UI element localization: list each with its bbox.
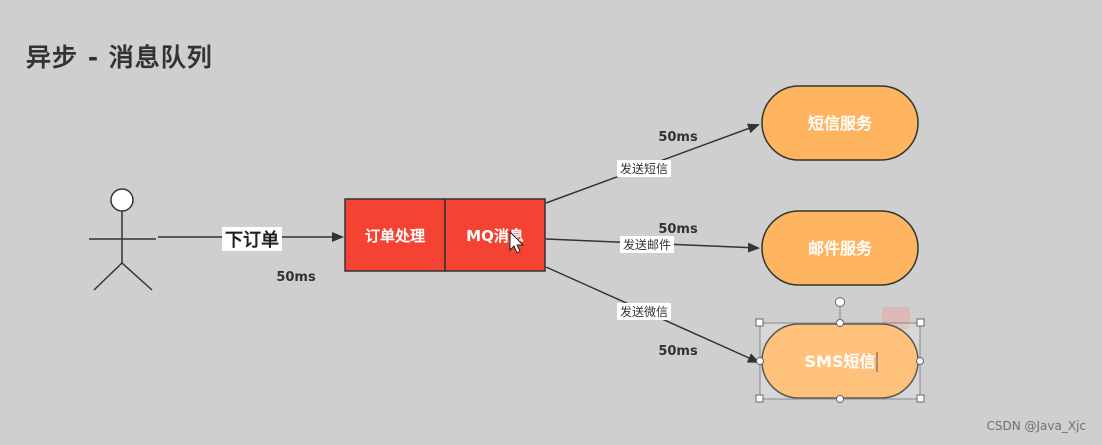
page-title: 异步 - 消息队列 <box>26 43 213 72</box>
order-processing-label: 订单处理 <box>365 227 425 245</box>
mq-message-box[interactable] <box>444 198 546 272</box>
watermark: CSDN @Java_Xjc <box>986 419 1086 433</box>
resize-handle-top-right[interactable] <box>916 318 925 327</box>
selection-box <box>759 322 921 400</box>
send-sms-label-bg <box>617 160 671 177</box>
selection-frame[interactable] <box>755 297 925 403</box>
send-wechat-time-label: 50ms <box>658 344 698 359</box>
mail-service-node[interactable] <box>761 210 919 286</box>
send-mail-time-label: 50ms <box>658 222 698 237</box>
send-mail-label-bg <box>620 236 674 253</box>
resize-handle-left[interactable] <box>756 357 764 365</box>
send-sms-time-label: 50ms <box>658 130 698 145</box>
resize-handle-bottom-right[interactable] <box>916 394 925 403</box>
sms-service-node[interactable] <box>761 85 919 161</box>
mail-service-label: 邮件服务 <box>808 239 873 258</box>
order-label-bg <box>222 227 282 251</box>
resize-handle-bottom-left[interactable] <box>755 394 764 403</box>
resize-handle-top-left[interactable] <box>755 318 764 327</box>
mq-message-label: MQ消息 <box>466 227 524 245</box>
mouse-cursor-icon <box>509 230 525 254</box>
user-actor[interactable] <box>89 188 156 291</box>
send-sms-label: 发送短信 <box>620 161 668 176</box>
send-mail-label: 发送邮件 <box>623 237 671 252</box>
order-action-label: 下订单 <box>225 229 279 251</box>
actor-left-leg <box>93 262 123 291</box>
send-wechat-label: 发送微信 <box>620 304 668 319</box>
order-time-label: 50ms <box>276 270 316 285</box>
rotate-handle-icon[interactable] <box>835 297 845 307</box>
resize-handle-bottom[interactable] <box>836 395 844 403</box>
wechat-sms-label: SMS短信 <box>805 352 876 371</box>
resize-handle-top[interactable] <box>836 319 844 327</box>
resize-handle-right[interactable] <box>916 357 924 365</box>
actor-right-leg <box>121 262 153 291</box>
send-wechat-label-bg <box>617 303 671 320</box>
actor-head-icon <box>110 188 134 212</box>
sms-service-label: 短信服务 <box>808 114 873 133</box>
